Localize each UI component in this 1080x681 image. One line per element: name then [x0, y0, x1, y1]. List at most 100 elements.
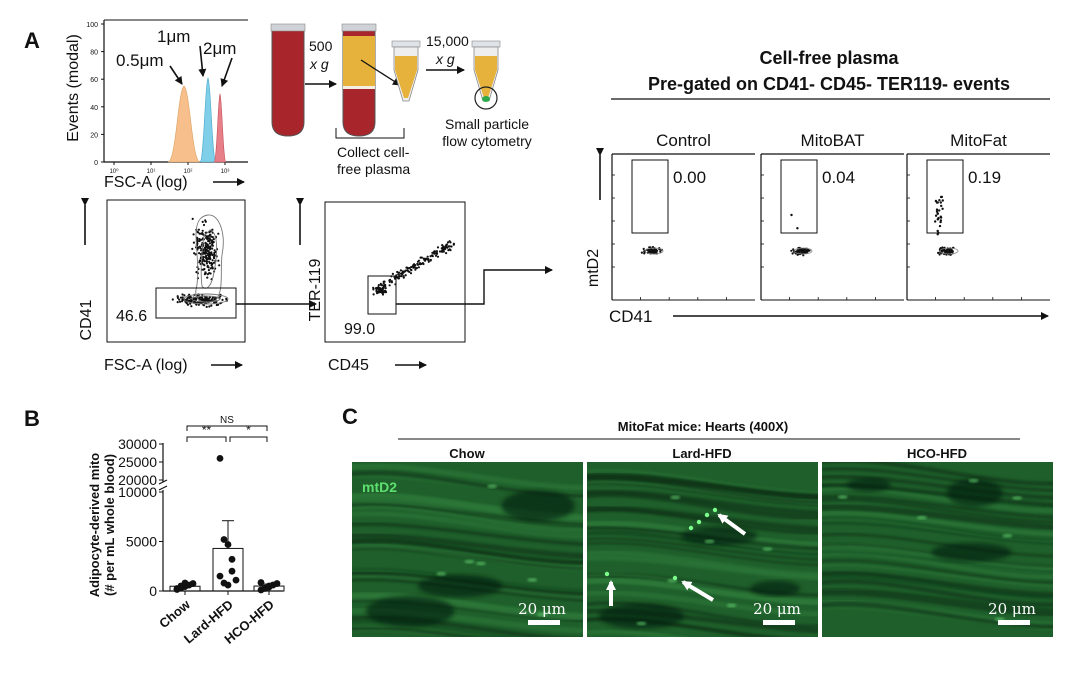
muscle-fiber — [587, 537, 818, 561]
event-dot — [181, 296, 184, 299]
event-dot — [410, 269, 413, 272]
centrifuged-tube — [341, 23, 377, 137]
event-dot — [196, 240, 199, 243]
pellet-microtube — [471, 40, 501, 110]
event-dot — [402, 276, 405, 279]
muscle-fiber — [822, 589, 1053, 617]
event-dot — [221, 298, 224, 301]
event-dot — [436, 255, 440, 258]
ter119-gate-box — [367, 275, 397, 315]
y-tick-label: 5000 — [126, 534, 157, 550]
data-point — [228, 555, 236, 563]
data-point — [224, 581, 232, 589]
event-dot — [804, 249, 807, 252]
event-dot — [400, 275, 403, 278]
histogram-ylabel: Events (modal) — [65, 34, 82, 142]
nucleus-autofluorescence — [636, 621, 647, 626]
event-dot — [203, 298, 206, 301]
event-dot — [659, 250, 662, 253]
event-dot — [381, 287, 385, 290]
micrograph-title: Chow — [449, 446, 485, 461]
positive-event-dot — [790, 213, 793, 217]
event-dot — [407, 270, 410, 273]
event-dot — [186, 297, 189, 300]
event-dot — [429, 259, 432, 262]
event-dot — [415, 266, 418, 270]
gate-percentage: 0.19 — [968, 168, 1001, 187]
gate-percentage: 0.00 — [673, 168, 706, 187]
hist-ytick-label: 100 — [86, 22, 98, 29]
event-dot — [198, 238, 201, 241]
event-dot — [941, 250, 944, 253]
positive-event-dot — [934, 214, 938, 217]
event-dot — [201, 297, 204, 300]
event-dot — [201, 220, 204, 223]
event-dot — [418, 262, 421, 266]
event-dot — [792, 248, 795, 251]
event-dot — [211, 259, 214, 262]
event-dot — [806, 249, 810, 252]
muscle-fiber — [587, 507, 818, 535]
event-dot — [444, 244, 447, 247]
contour-ring — [939, 247, 959, 255]
event-dot — [206, 246, 209, 249]
event-dot — [442, 250, 445, 253]
event-dot — [399, 269, 402, 272]
event-dot — [377, 284, 380, 287]
event-dot — [435, 252, 438, 255]
positive-event-dot — [938, 199, 941, 202]
event-dot — [203, 273, 206, 276]
mtd2-signal-puncta — [696, 519, 702, 525]
nucleus-autofluorescence — [916, 515, 927, 520]
panel-label-a: A — [24, 28, 40, 53]
cell-free-xlabel: CD41 — [609, 307, 652, 326]
cell-free-title: Cell-free plasma — [759, 48, 899, 68]
event-dot — [206, 265, 209, 268]
dark-region — [846, 478, 891, 492]
muscle-fiber — [822, 486, 1053, 513]
hist-xtick-label: 10³ — [221, 169, 230, 175]
muscle-fiber — [822, 607, 1053, 630]
event-dot — [435, 250, 438, 253]
event-dot — [204, 241, 207, 244]
event-dot — [424, 257, 428, 260]
event-dot — [184, 298, 187, 301]
event-dot — [203, 260, 206, 263]
hist-xtick-label: 10⁰ — [109, 168, 119, 175]
event-dot — [202, 304, 206, 307]
positive-event-dot — [940, 204, 943, 208]
muscle-fiber — [822, 576, 1053, 600]
micrograph-title: Lard-HFD — [672, 446, 731, 461]
event-dot — [803, 251, 806, 254]
data-point — [232, 576, 240, 584]
event-dot — [211, 244, 214, 247]
data-point — [220, 536, 228, 543]
event-dot — [178, 300, 182, 303]
event-dot — [409, 272, 413, 275]
collect-label-line1: Collect cell- — [337, 144, 410, 160]
muscle-fiber — [352, 511, 583, 535]
muscle-fiber — [822, 462, 1053, 486]
event-dot — [937, 251, 940, 254]
ter119-gate-xlabel: CD45 — [328, 357, 369, 374]
ter119-gate-value: 99.0 — [344, 321, 375, 338]
cell-free-plasma: Cell-free plasma Pre-gated on CD41- CD45… — [585, 48, 1050, 326]
plasma-workflow: 500 x g 15,000 x g — [270, 23, 532, 177]
event-dot — [448, 245, 451, 248]
event-dot — [206, 249, 209, 253]
event-dot — [796, 253, 799, 256]
nucleus-autofluorescence — [464, 559, 475, 564]
event-dot — [422, 262, 425, 266]
event-dot — [410, 265, 413, 269]
event-dot — [202, 256, 205, 259]
dark-region — [750, 580, 801, 597]
muscle-fiber — [587, 489, 818, 516]
dark-region — [931, 542, 1012, 562]
positive-event-dot — [935, 208, 939, 211]
cd41-gate-box — [155, 287, 237, 319]
event-dot — [438, 250, 442, 253]
event-dot — [405, 266, 408, 269]
event-dot — [208, 242, 211, 245]
muscle-fiber — [587, 577, 818, 604]
